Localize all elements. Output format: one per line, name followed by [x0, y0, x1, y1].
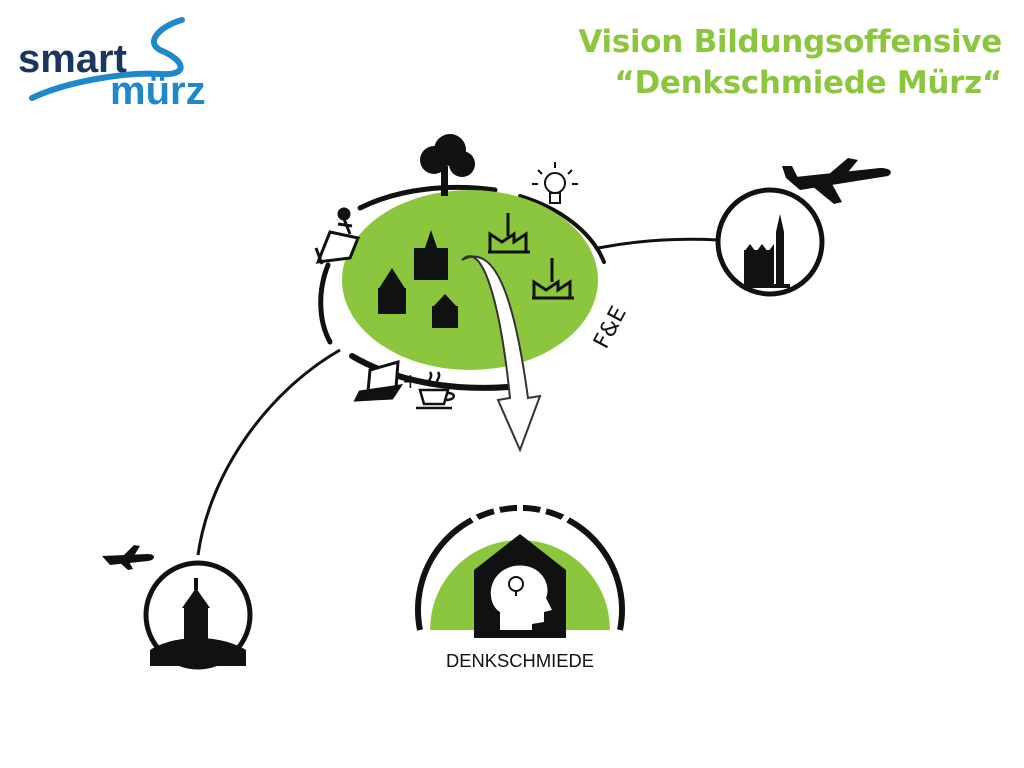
clock-tower-badge	[143, 560, 253, 670]
logo-swoosh	[29, 17, 185, 101]
laptop-icon	[353, 359, 404, 402]
head-idea-icon	[474, 534, 566, 638]
light-rays	[457, 496, 583, 546]
title-line-1: Vision Bildungsoffensive	[578, 24, 1002, 60]
fe-label: F&E	[589, 302, 632, 352]
connector-line-right	[597, 237, 719, 250]
smart-muerz-logo: smart mürz	[18, 17, 206, 113]
tree-icon	[420, 134, 475, 196]
plus-sign: +	[402, 369, 419, 393]
denkschmiede-label: DENKSCHMIEDE	[446, 651, 594, 671]
factory-icon	[488, 213, 530, 254]
page-title: Vision Bildungsoffensive “Denkschmiede M…	[578, 22, 1002, 104]
tractor-farmer-icon	[314, 207, 361, 265]
factory-icon	[532, 258, 574, 300]
logo-word-muerz: mürz	[110, 69, 206, 113]
house-icon	[432, 294, 458, 328]
arrow-down-icon	[461, 255, 542, 453]
denkschmiede-badge	[415, 496, 625, 638]
coffee-cup-icon	[416, 371, 455, 410]
clock-tower-icon	[150, 578, 246, 666]
logo-word-smart: smart	[18, 37, 127, 81]
village-area	[342, 190, 598, 370]
village-ring	[318, 184, 606, 391]
lightbulb-icon	[532, 162, 578, 204]
church-icon	[742, 214, 790, 288]
connector-line-left	[196, 348, 341, 556]
title-line-2: “Denkschmiede Mürz“	[614, 65, 1002, 101]
airplane-icon	[102, 545, 154, 570]
church-badge	[715, 187, 825, 297]
airplane-icon	[782, 158, 891, 204]
house-icon	[414, 230, 448, 280]
house-icon	[378, 268, 406, 314]
